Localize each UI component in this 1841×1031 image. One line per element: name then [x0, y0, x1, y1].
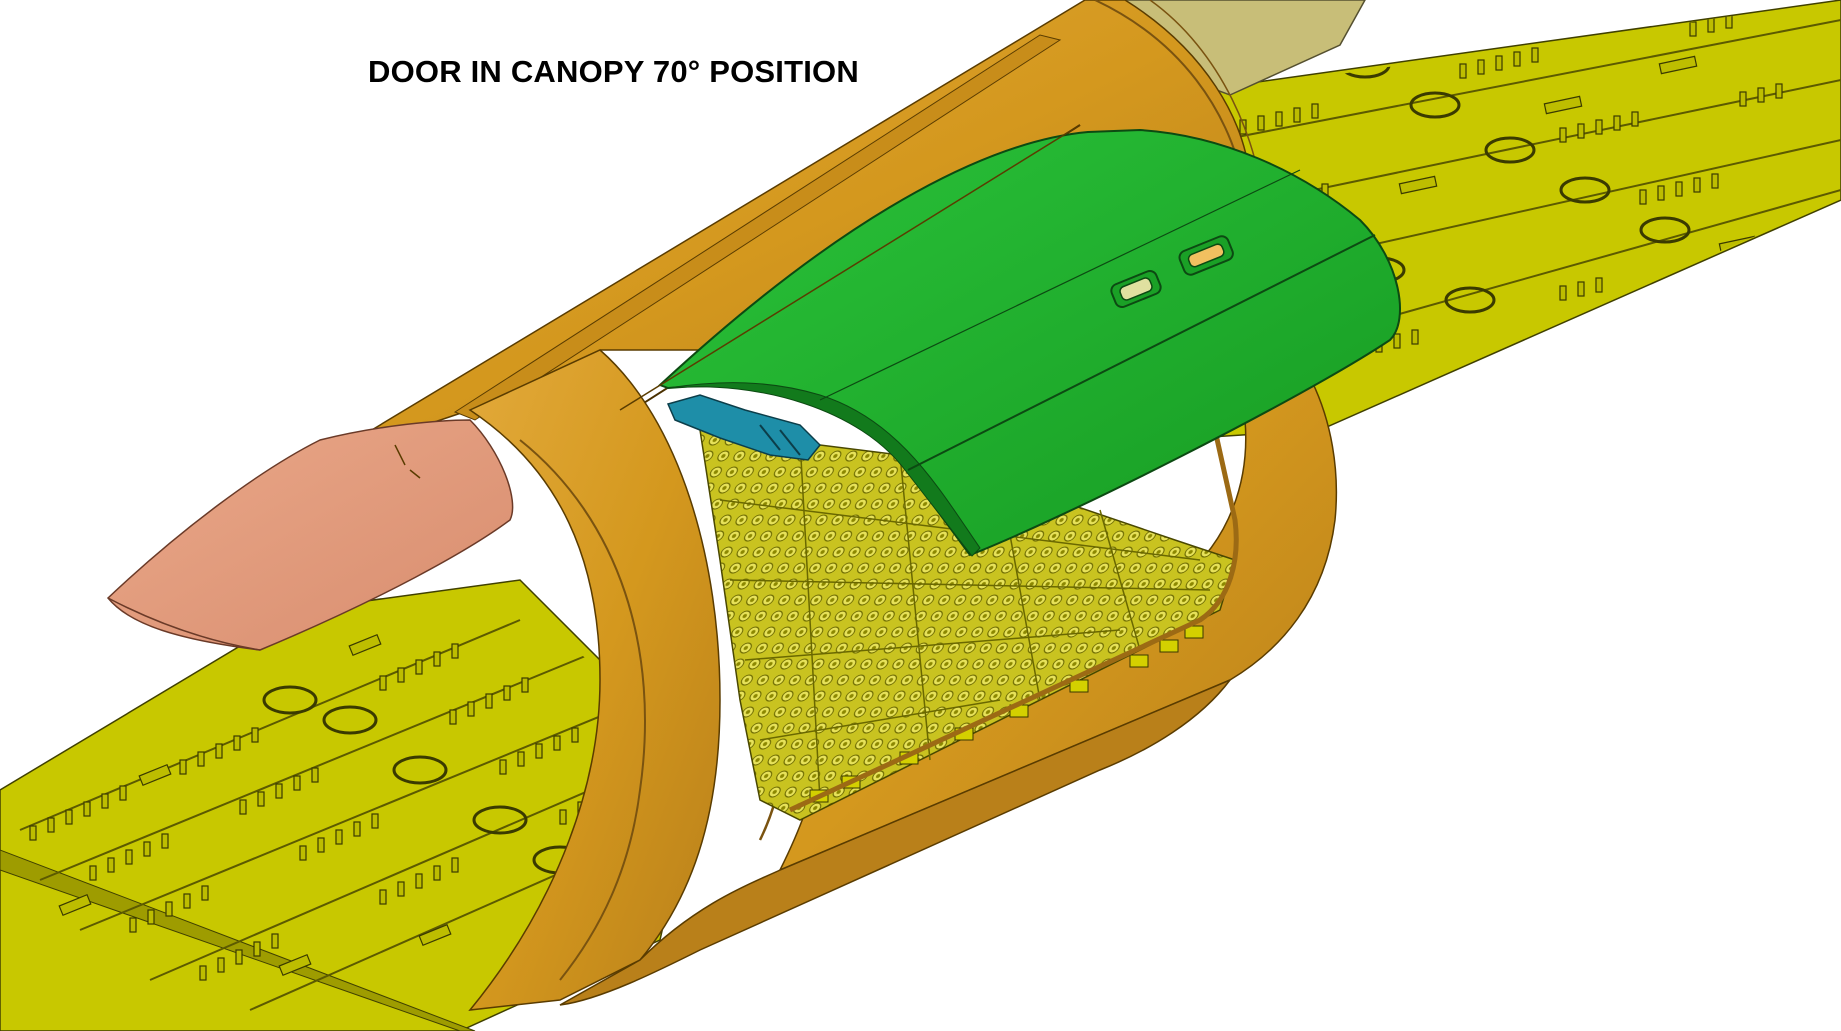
tie-down-ring	[1559, 176, 1611, 204]
door-handle-recess	[1178, 235, 1234, 276]
rail-teeth-row	[129, 727, 579, 933]
barrel-forward-frame	[453, 34, 1062, 421]
barrel-bottom-shell	[559, 678, 1233, 1006]
canopy-door-seam	[907, 234, 1376, 471]
tie-down-ring	[1409, 91, 1461, 119]
track-block	[1658, 55, 1698, 75]
track-block	[138, 763, 172, 787]
door-handle-recess	[1110, 269, 1162, 309]
barrel-lower-forward-shell	[468, 349, 721, 1011]
barrel-forward-ring	[519, 439, 646, 981]
track-block	[278, 953, 312, 977]
tie-down-ring	[1444, 286, 1496, 314]
canopy-door	[658, 128, 1401, 557]
lower-floor-tracks	[19, 619, 681, 1011]
cargo-floor-grid	[699, 429, 1239, 821]
canopy-door-seam	[819, 169, 1301, 401]
track-block	[418, 923, 452, 947]
tie-down-ring	[322, 705, 378, 735]
canopy-door-underside	[667, 382, 981, 557]
door-hinge-bracket	[666, 394, 822, 461]
tie-down-ring	[262, 685, 318, 715]
nose-fairing-edge	[107, 597, 261, 651]
tie-down-ring	[1639, 216, 1691, 244]
track-block	[348, 633, 382, 657]
track-block	[58, 893, 92, 917]
tie-down-ring	[1484, 136, 1536, 164]
tie-down-ring	[392, 755, 448, 785]
rail-teeth-row	[29, 643, 459, 841]
track-block	[1398, 175, 1438, 195]
barrel-details	[394, 124, 1081, 479]
figure-title: DOOR IN CANOPY 70° POSITION	[368, 54, 859, 89]
lower-floor-panel	[0, 579, 701, 1031]
track-block	[1543, 95, 1583, 115]
lower-floor-panel-edge	[0, 849, 476, 1031]
door-sill-rim	[788, 429, 1239, 813]
rail-teeth-row	[1239, 13, 1733, 135]
tie-down-ring	[472, 805, 528, 835]
rail-teeth-row	[89, 677, 529, 881]
